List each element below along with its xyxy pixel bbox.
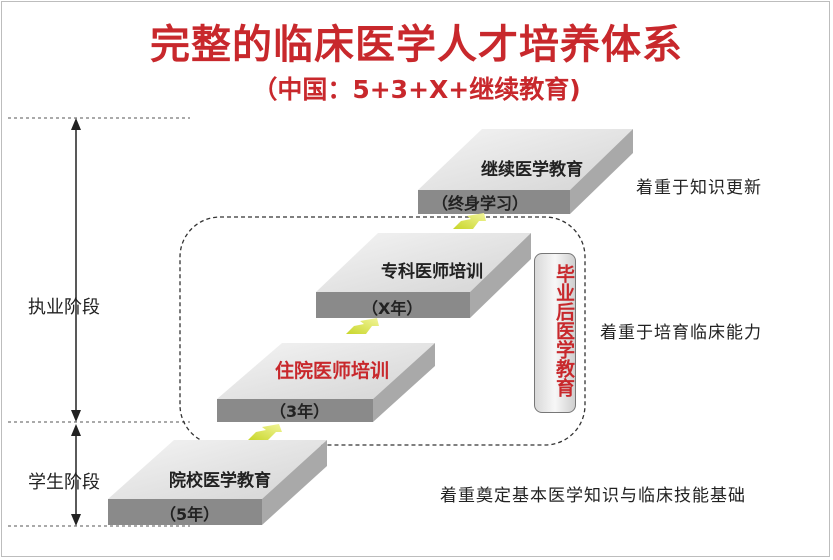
step-1-duration: （5年） bbox=[160, 505, 220, 524]
step-4-title: 继续医学教育 bbox=[481, 160, 583, 180]
step-3-duration: （X年） bbox=[362, 299, 423, 318]
page-title: 完整的临床医学人才培养体系 bbox=[150, 22, 683, 68]
stage-label-practice: 执业阶段 bbox=[28, 297, 100, 318]
arrow-step-2-to-3 bbox=[346, 318, 379, 334]
page-subtitle: （中国：5+3+X+继续教育) bbox=[252, 75, 581, 104]
platform-step-2 bbox=[217, 343, 435, 422]
note-knowledge-update: 着重于知识更新 bbox=[636, 178, 762, 198]
step-2-title: 住院医师培训 bbox=[274, 360, 389, 382]
platform-step-4 bbox=[418, 129, 633, 214]
arrow-step-3-to-4 bbox=[453, 213, 486, 229]
platform-step-3 bbox=[316, 233, 531, 318]
postgrad-label-box: 毕业后医学教育 bbox=[534, 253, 576, 413]
note-basic-foundation: 着重奠定基本医学知识与临床技能基础 bbox=[440, 486, 746, 506]
stage-label-student: 学生阶段 bbox=[28, 472, 100, 493]
arrow-step-1-to-2 bbox=[248, 424, 282, 440]
student-stage-arrow bbox=[71, 424, 81, 526]
step-3-title: 专科医师培训 bbox=[381, 262, 483, 282]
platform-step-1 bbox=[108, 440, 327, 525]
postgrad-label: 毕业后医学教育 bbox=[553, 264, 575, 397]
step-2-duration: （3年） bbox=[270, 402, 330, 421]
postgrad-dashed-box bbox=[179, 216, 586, 446]
practice-stage-arrow bbox=[71, 118, 81, 422]
step-1-title: 院校医学教育 bbox=[169, 471, 271, 491]
note-clinical-ability: 着重于培育临床能力 bbox=[600, 323, 762, 343]
step-4-duration: （终身学习） bbox=[432, 194, 529, 213]
